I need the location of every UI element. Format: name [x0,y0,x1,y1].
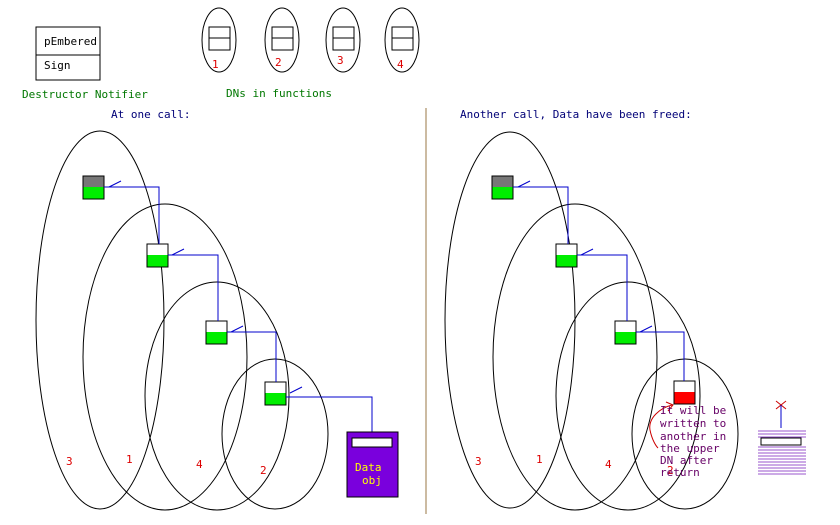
dn-legend-item-2: 2 [264,7,300,73]
call-frame-4 [144,281,290,511]
annotation-line-3: another in [660,430,726,443]
dn-box-frame-1-right [555,243,578,268]
data-object-label-1: Data [355,461,382,474]
dn-box-frame-2 [264,381,287,406]
annotation-arrow [649,404,673,449]
data-object: Data obj [346,431,399,498]
dn-functions-legend: 1 2 3 4 DNs in functions [201,7,420,100]
freed-annotation: It will be written to another in the upp… [649,401,726,479]
left-panel-title: At one call: [111,108,190,121]
call-frame-4-right [555,281,701,511]
dn-box-frame-1 [146,243,169,268]
destructor-notifier-box [35,26,101,81]
annotation-line-4: the upper [660,442,720,455]
sign-label: Sign [44,59,71,72]
right-panel: Another call, Data have been freed: 3 1 … [444,108,806,511]
destructor-notifier-legend: pEmbered Sign Destructor Notifier [22,26,148,101]
right-panel-title: Another call, Data have been freed: [460,108,692,121]
dn-box-outer [82,175,105,200]
frame-label-3: 3 [66,455,73,468]
annotation-line-6: return [660,466,700,479]
left-panel: At one call: 3 1 4 2 [35,108,399,511]
frame-label-1: 1 [126,453,133,466]
pembered-label: pEmbered [44,35,97,48]
destructor-notifier-caption: Destructor Notifier [22,88,148,101]
dn-box-outer-right [491,175,514,200]
call-frame-1-right [492,203,658,511]
frame-label-4-right: 4 [605,458,612,471]
frame-label-1-right: 1 [536,453,543,466]
annotation-line-5: DN after [660,454,713,467]
frame-label-2: 2 [260,464,267,477]
data-object-label-2: obj [362,474,382,487]
dn-legend-number-3: 3 [337,54,344,67]
dn-legend-item-1: 1 [201,7,237,73]
annotation-line-1: It will be [660,404,726,417]
dn-box-frame-4-right [614,320,637,345]
call-frame-1 [82,203,248,511]
pointer-connectors-left [104,180,373,432]
call-frame-2-right [631,358,739,510]
dn-legend-item-4: 4 [384,7,420,73]
dn-legend-number-4: 4 [397,58,404,71]
annotation-arrowhead [665,401,674,412]
pointer-connectors-right [513,180,685,381]
dn-legend-item-3: 3 [325,7,361,73]
frame-label-4: 4 [196,458,203,471]
dn-legend-number-1: 1 [212,58,219,71]
dn-box-frame-2-invalid [673,380,696,405]
frame-label-2-right: 2 [667,464,674,477]
frame-label-3-right: 3 [475,455,482,468]
call-frame-2 [221,358,329,510]
dn-legend-number-2: 2 [275,56,282,69]
call-frame-3-right [444,131,576,509]
annotation-line-2: written to [660,417,726,430]
freed-data-object [758,400,806,475]
dn-box-frame-4 [205,320,228,345]
call-frame-3 [35,130,165,510]
dn-functions-caption: DNs in functions [226,87,332,100]
